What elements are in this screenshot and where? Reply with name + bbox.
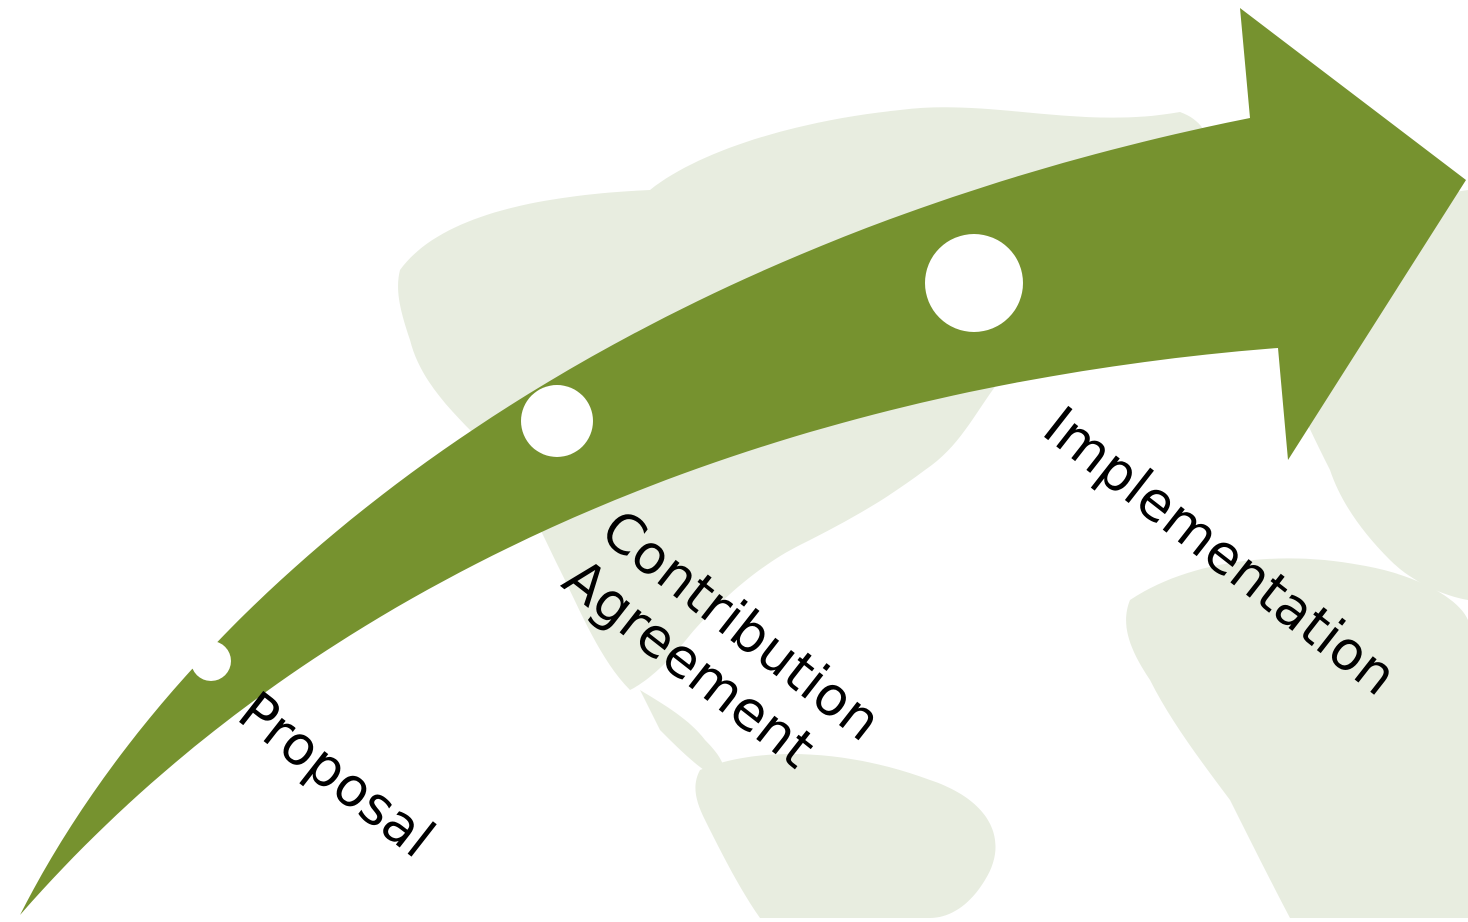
step-marker-proposal bbox=[191, 641, 231, 681]
central-america-shape bbox=[640, 690, 725, 780]
south-america-shape bbox=[695, 753, 996, 918]
africa-shape bbox=[1126, 558, 1468, 918]
step-marker-implementation bbox=[925, 234, 1023, 332]
curved-progress-arrow bbox=[20, 8, 1466, 915]
step-marker-contribution-agreement bbox=[521, 385, 593, 457]
